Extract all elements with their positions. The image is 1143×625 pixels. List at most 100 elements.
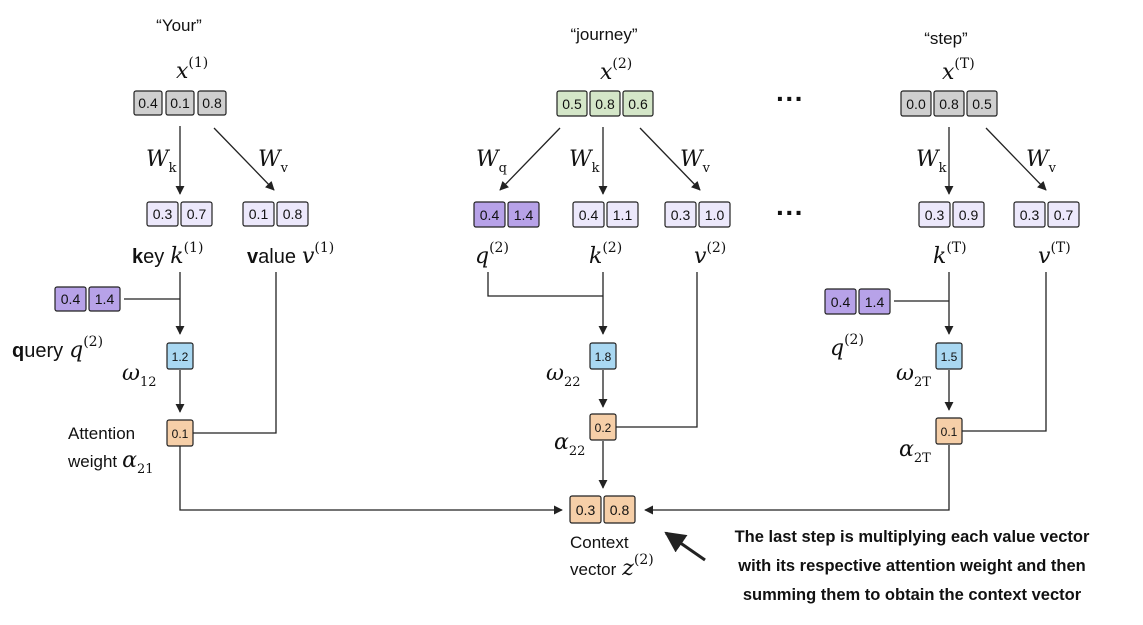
context-vector: 0.3 0.8 <box>569 495 636 524</box>
svg-text:1.8: 1.8 <box>595 350 612 364</box>
k2-label: k(2) <box>589 240 622 269</box>
svg-text:0.3: 0.3 <box>925 207 945 223</box>
note-line-3: summing them to obtain the context vecto… <box>742 586 1082 604</box>
svg-text:0.8: 0.8 <box>202 95 222 111</box>
v2-label: v(2) <box>694 240 726 269</box>
context-label-line1: Context <box>570 533 629 552</box>
svg-text:0.8: 0.8 <box>595 96 615 112</box>
kT-label: k(T) <box>933 240 967 269</box>
alpha-22-box: 0.2 <box>589 413 617 441</box>
arrow-alpha21-to-context <box>179 446 563 515</box>
svg-text:0.8: 0.8 <box>610 502 630 518</box>
embedding-xT: 0.0 0.8 0.5 <box>900 90 998 117</box>
svg-text:1.0: 1.0 <box>705 207 725 223</box>
svg-text:0.3: 0.3 <box>576 502 596 518</box>
svg-text:0.3: 0.3 <box>153 206 173 222</box>
svg-text:0.8: 0.8 <box>939 96 959 112</box>
q2-label: q(2) <box>475 240 509 269</box>
svg-text:0.4: 0.4 <box>579 207 599 223</box>
valueT-to-alpha2T-line <box>962 272 1047 432</box>
token-word-step: “step” <box>924 29 968 48</box>
attention-label-line1: Attention <box>68 424 135 443</box>
embedding-x2: 0.5 0.8 0.6 <box>556 90 654 117</box>
alpha-21-box: 0.1 <box>166 419 194 447</box>
svg-text:1.1: 1.1 <box>613 207 633 223</box>
svg-text:0.6: 0.6 <box>628 96 648 112</box>
token-x1-label: x(1) <box>176 55 208 84</box>
svg-text:0.3: 0.3 <box>1020 207 1040 223</box>
omega-22-label: ω22 <box>546 361 581 390</box>
token-x2-label: x(2) <box>600 56 632 85</box>
svg-text:0.7: 0.7 <box>187 206 207 222</box>
svg-text:0.9: 0.9 <box>959 207 979 223</box>
omega-2T-label: ω2T <box>896 361 931 390</box>
svg-text:0.1: 0.1 <box>172 427 189 441</box>
ellipsis-mid: ··· <box>776 197 804 228</box>
explanation-note: The last step is multiplying each value … <box>712 523 1112 610</box>
arrow-alpha2T-to-context <box>644 445 950 515</box>
svg-text:0.1: 0.1 <box>941 425 958 439</box>
svg-text:0.4: 0.4 <box>480 207 500 223</box>
wk-label-3: Wk <box>916 147 947 176</box>
alpha-22-label: α22 <box>554 430 585 459</box>
svg-text:0.1: 0.1 <box>249 206 269 222</box>
value-vector-1: 0.1 0.8 <box>242 201 309 227</box>
omega-2T-box: 1.5 <box>935 342 963 370</box>
svg-text:0.2: 0.2 <box>595 421 612 435</box>
arrow-x2-to-query <box>499 127 561 191</box>
token-word-journey: “journey” <box>570 25 637 44</box>
key-vector-2: 0.4 1.1 <box>572 201 639 228</box>
arrow-xT-to-value <box>985 127 1047 191</box>
wv-label-2: Wv <box>680 147 711 176</box>
svg-text:1.5: 1.5 <box>941 350 958 364</box>
query-vector-3: 0.4 1.4 <box>824 288 891 315</box>
svg-text:1.4: 1.4 <box>95 291 115 307</box>
svg-text:0.3: 0.3 <box>671 207 691 223</box>
svg-text:1.4: 1.4 <box>865 294 885 310</box>
svg-text:0.4: 0.4 <box>138 95 158 111</box>
token-xT-label: x(T) <box>942 56 975 85</box>
query-vector-1: 0.4 1.4 <box>54 286 121 312</box>
omega-12-label: ω12 <box>122 361 157 390</box>
token-word-your: “Your” <box>156 16 202 35</box>
svg-text:0.5: 0.5 <box>562 96 582 112</box>
svg-text:0.5: 0.5 <box>972 96 992 112</box>
note-line-2: with its respective attention weight and… <box>738 557 1086 575</box>
wq-label-2: Wq <box>476 147 507 176</box>
value-vector-T: 0.3 0.7 <box>1013 201 1080 228</box>
svg-text:0.4: 0.4 <box>61 291 81 307</box>
arrow-x2-to-value <box>639 127 701 191</box>
svg-text:0.7: 0.7 <box>1054 207 1074 223</box>
alpha-2T-box: 0.1 <box>935 417 963 445</box>
svg-text:1.4: 1.4 <box>514 207 534 223</box>
value2-to-alpha22-line <box>616 272 698 428</box>
wv-label-1: Wv <box>258 147 289 176</box>
svg-text:0.1: 0.1 <box>170 95 190 111</box>
key-vector-T: 0.3 0.9 <box>918 201 985 228</box>
vT-label: v(T) <box>1038 240 1071 269</box>
value-vector-2: 0.3 1.0 <box>664 201 731 228</box>
embedding-x1: 0.4 0.1 0.8 <box>133 90 227 116</box>
wk-label-1: Wk <box>146 147 177 176</box>
value1-to-alpha21-line <box>193 272 277 434</box>
ellipsis-top: ··· <box>776 83 804 114</box>
svg-text:1.2: 1.2 <box>172 350 189 364</box>
note-pointer-arrow <box>664 531 706 562</box>
alpha-2T-label: α2T <box>899 437 931 466</box>
svg-text:0.0: 0.0 <box>906 96 926 112</box>
omega-12-box: 1.2 <box>166 342 194 370</box>
query-vector-2: 0.4 1.4 <box>473 201 540 228</box>
svg-text:0.8: 0.8 <box>283 206 303 222</box>
omega-22-box: 1.8 <box>589 342 617 370</box>
q2-k2-join-line <box>487 272 603 297</box>
wk-label-2: Wk <box>569 147 600 176</box>
wv-label-3: Wv <box>1026 147 1057 176</box>
arrow-x1-to-value <box>213 127 275 191</box>
note-line-1: The last step is multiplying each value … <box>734 528 1090 546</box>
